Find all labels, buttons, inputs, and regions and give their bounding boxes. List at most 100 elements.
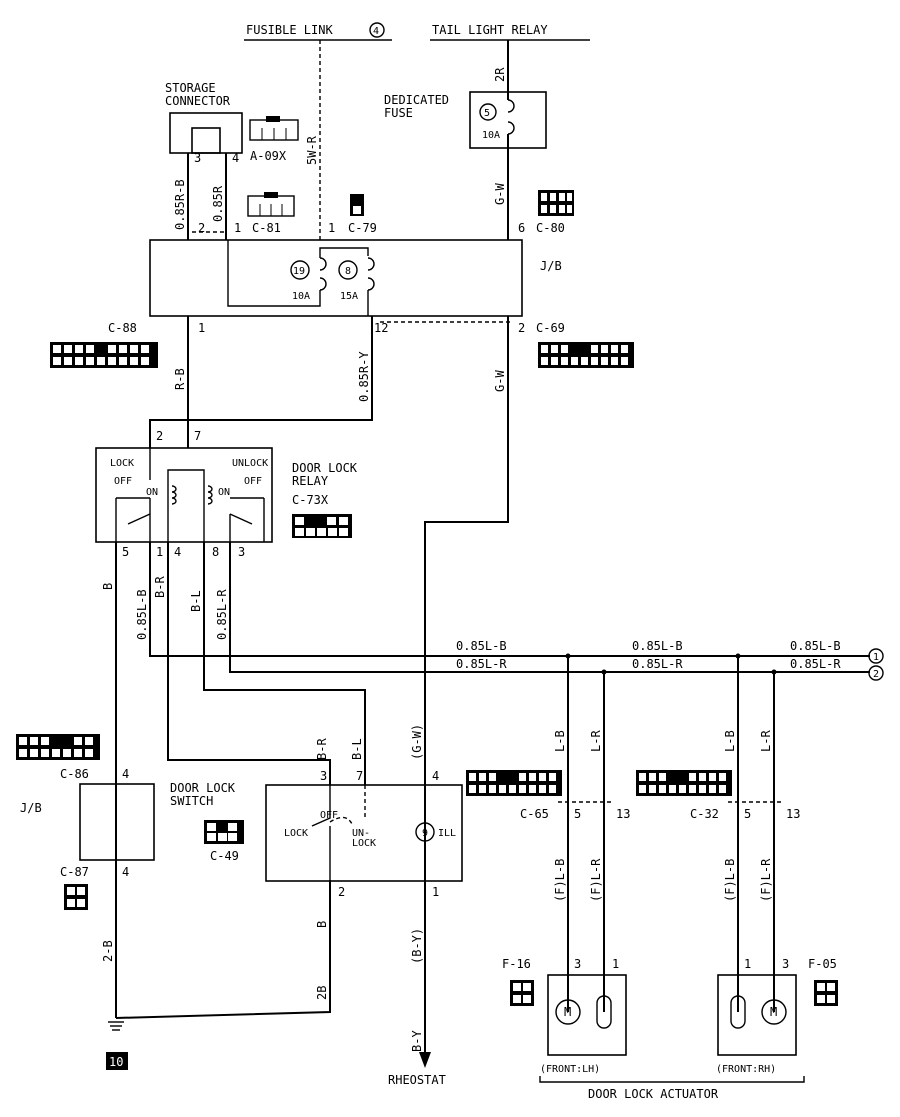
storage-pin-4: 4	[232, 151, 239, 165]
lh-actuator-body	[547, 974, 627, 1056]
connector-icon-c79	[350, 194, 364, 216]
relay-on-left: ON	[146, 487, 158, 498]
jb-pin-2b: 2	[518, 321, 525, 335]
connector-icon-f05	[814, 980, 838, 1006]
jb-pin-12: 12	[374, 321, 388, 335]
c65-label: C-65	[520, 807, 549, 821]
rh-actuator-label: (FRONT:RH)	[716, 1064, 776, 1075]
c69-label: C-69	[536, 321, 565, 335]
jb-top-body	[149, 239, 523, 317]
relay-coil-lock	[167, 476, 177, 510]
dedicated-fuse: DEDICATED FUSE 5 10A	[384, 91, 547, 149]
bus-label-lb-1: 0.85L-B	[456, 639, 507, 653]
wire-label-5w-r: 5W-R	[305, 135, 319, 165]
switch-unlock-label-1: UN-	[352, 828, 370, 839]
switch-lock-contact	[311, 785, 331, 827]
relay-contact-left	[115, 448, 151, 542]
relay-pin-7: 7	[194, 429, 201, 443]
c86-label: C-86	[60, 767, 89, 781]
storage-connector-id: A-09X	[250, 149, 287, 163]
jb-pin-1a: 1	[234, 221, 241, 235]
switch-connector: C-49	[210, 849, 239, 863]
jb-fuse-19-element	[319, 257, 327, 291]
actuator-rh: F-05 M (FRONT:RH)	[716, 957, 838, 1075]
storage-connector-socket	[191, 127, 221, 154]
switch-pin-1: 1	[432, 885, 439, 899]
wire-label-rh-f-l-b: (F)L-B	[723, 859, 737, 902]
wire-label-b-y: B-Y	[410, 1030, 424, 1052]
bus-label-lr-1: 0.85L-R	[456, 657, 507, 671]
connector-icon-c32	[636, 770, 732, 796]
rh-motor-label: M	[770, 1005, 777, 1019]
dedicated-fuse-number-circle	[479, 103, 497, 121]
c32-pin-5: 5	[744, 807, 751, 821]
fusible-link-number: 4	[373, 26, 379, 37]
relay-pin-8: 8	[212, 545, 219, 559]
storage-connector-title-1: STORAGE	[165, 81, 216, 95]
wire-label-b-lower: B	[315, 921, 329, 928]
rh-actuator-body	[717, 974, 797, 1056]
jb-pin-1c: 1	[198, 321, 205, 335]
actuator-lh: F-16 M (FRONT:LH)	[502, 957, 627, 1075]
mid-wires: R-B 0.85R-Y G-W	[149, 316, 509, 900]
jb-pin-1b: 1	[328, 221, 335, 235]
jb-fuse-19-circle	[290, 260, 310, 280]
switch-lock-label: LOCK	[284, 828, 308, 839]
switch-pin-2: 2	[338, 885, 345, 899]
wire-label-b: B	[101, 583, 115, 590]
bus-label-lr-3: 0.85L-R	[790, 657, 841, 671]
wire-label-g-w-lower: (G-W)	[410, 724, 424, 760]
relay-body	[95, 447, 273, 543]
relay-unlock-label: UNLOCK	[232, 458, 268, 469]
relay-pin-2: 2	[156, 429, 163, 443]
storage-connector: STORAGE CONNECTOR A-09X 3 4	[165, 81, 299, 165]
switch-unlock-contact	[329, 785, 366, 825]
bus-marker-1-circle	[868, 648, 884, 664]
bus-marker-2-circle	[868, 665, 884, 681]
wire-label-g-w-mid: G-W	[493, 370, 507, 392]
connector-icon-c73x	[292, 514, 352, 538]
wire-label-b-y-paren: (B-Y)	[410, 928, 424, 964]
wire-label-b-r: B-R	[153, 576, 167, 598]
c80-label: C-80	[536, 221, 565, 235]
wire-label-085r-y: 0.85R-Y	[357, 351, 371, 402]
jb-fuse-19-number: 19	[293, 266, 305, 277]
f05-label: F-05	[808, 957, 837, 971]
wire-label-2b: 2B	[315, 986, 329, 1000]
connector-icon-f16	[510, 980, 534, 1006]
wire-b-r	[167, 542, 331, 785]
rh-pin-3: 3	[782, 957, 789, 971]
jb-fuse-8-circle	[338, 260, 358, 280]
lh-actuator-label: (FRONT:LH)	[540, 1064, 600, 1075]
dedicated-fuse-title-2: FUSE	[384, 106, 413, 120]
actuator-wiring: L-B L-R L-B L-R C-65 5 13 C-32 5 13 (F)L…	[466, 656, 800, 1012]
jb-bottom-body	[79, 783, 155, 861]
wire-label-rh-f-l-r: (F)L-R	[759, 858, 773, 902]
relay-connector: C-73X	[292, 493, 329, 507]
connector-icon-c87	[64, 884, 88, 910]
relay-pin-1: 1	[156, 545, 163, 559]
switch-pin-4: 4	[432, 769, 439, 783]
tail-light-relay-source: TAIL LIGHT RELAY	[430, 23, 590, 41]
jb-fuse-8-element	[367, 257, 375, 291]
connector-icon-c88	[50, 342, 158, 368]
wire-label-2-b: 2-B	[101, 940, 115, 962]
actuator-bracket: DOOR LOCK ACTUATOR	[539, 1076, 805, 1101]
junction-block-bottom: C-86 4 J/B C-87 4 2-B	[16, 734, 155, 962]
wire-label-g-w-top: G-W	[493, 183, 507, 205]
storage-connector-title-2: CONNECTOR	[165, 94, 231, 108]
lh-heater-icon	[596, 995, 612, 1029]
jb-internal-wire-b	[319, 247, 369, 258]
relay-off-left: OFF	[114, 476, 132, 487]
switch-pin-3: 3	[320, 769, 327, 783]
lh-motor-icon	[555, 999, 581, 1025]
jb-bottom-pin-bottom: 4	[122, 865, 129, 879]
lh-pin-1: 1	[612, 957, 619, 971]
jb-top-label: J/B	[540, 259, 562, 273]
rh-pin-1: 1	[744, 957, 751, 971]
dedicated-fuse-rating: 10A	[482, 130, 500, 141]
wire-label-rh-l-r: L-R	[759, 730, 773, 752]
wire-label-b-l: B-L	[189, 590, 203, 612]
door-lock-switch: DOOR LOCK SWITCH C-49 3 7 4 2 1 OFF LOCK…	[170, 724, 463, 1087]
connector-icon-c49	[204, 820, 244, 844]
